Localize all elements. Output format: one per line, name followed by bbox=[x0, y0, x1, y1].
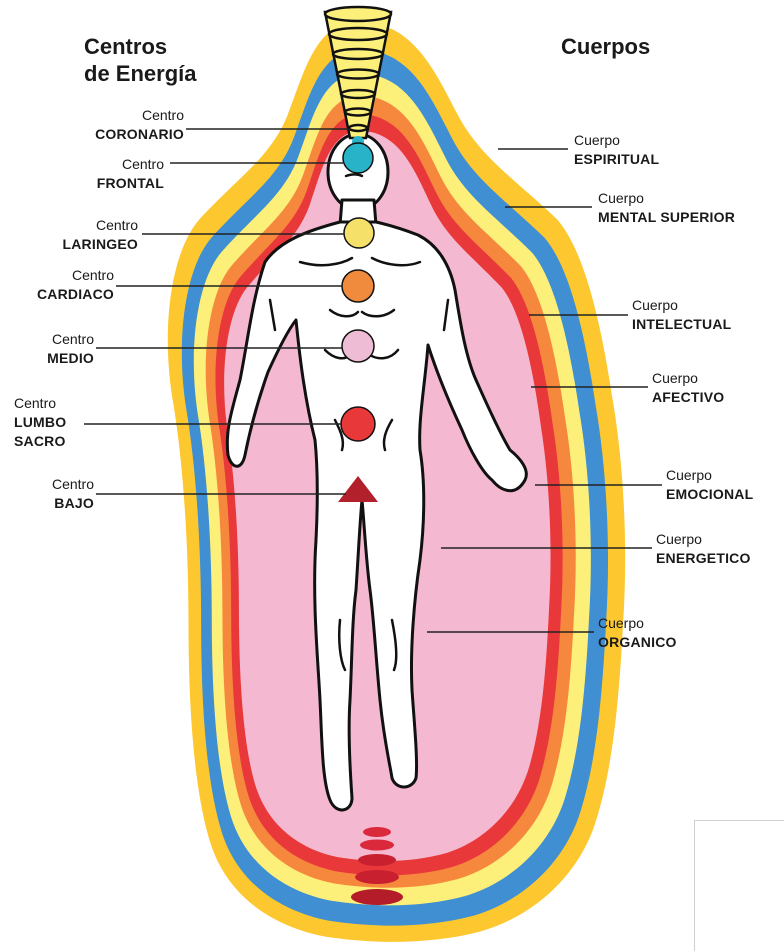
center-label-line2: LARINGEO bbox=[63, 235, 139, 254]
center-label-line1: Centro bbox=[14, 394, 66, 413]
body-label-line1: Cuerpo bbox=[598, 189, 735, 208]
ground-disc bbox=[351, 889, 403, 905]
corner-frame bbox=[694, 820, 784, 951]
body-label-mental-superior: Cuerpo MENTAL SUPERIOR bbox=[598, 189, 735, 227]
bodies-heading-text: Cuerpos bbox=[561, 33, 650, 60]
center-label-medio: Centro MEDIO bbox=[47, 330, 94, 368]
centers-heading-line2: de Energía bbox=[84, 60, 196, 87]
ground-disc bbox=[360, 840, 394, 851]
center-lumbosacro-mark bbox=[341, 407, 375, 441]
ground-disc bbox=[355, 870, 399, 884]
center-label-line2: BAJO bbox=[52, 494, 94, 513]
center-label-line1: Centro bbox=[97, 155, 164, 174]
body-label-line2: ORGANICO bbox=[598, 633, 677, 652]
body-label-line2: EMOCIONAL bbox=[666, 485, 753, 504]
body-label-afectivo: Cuerpo AFECTIVO bbox=[652, 369, 724, 407]
centers-heading-line1: Centros bbox=[84, 33, 196, 60]
body-label-emocional: Cuerpo EMOCIONAL bbox=[666, 466, 753, 504]
body-label-espiritual: Cuerpo ESPIRITUAL bbox=[574, 131, 659, 169]
centers-heading: Centros de Energía bbox=[84, 33, 196, 87]
center-label-line3: SACRO bbox=[14, 432, 66, 451]
body-label-line2: MENTAL SUPERIOR bbox=[598, 208, 735, 227]
body-label-line1: Cuerpo bbox=[632, 296, 731, 315]
center-label-line2: CARDIACO bbox=[37, 285, 114, 304]
center-label-bajo: Centro BAJO bbox=[52, 475, 94, 513]
body-label-energetico: Cuerpo ENERGETICO bbox=[656, 530, 751, 568]
body-label-line2: AFECTIVO bbox=[652, 388, 724, 407]
body-label-organico: Cuerpo ORGANICO bbox=[598, 614, 677, 652]
center-label-line1: Centro bbox=[52, 475, 94, 494]
body-label-line1: Cuerpo bbox=[574, 131, 659, 150]
body-label-line2: INTELECTUAL bbox=[632, 315, 731, 334]
center-cardiaco-mark bbox=[342, 270, 374, 302]
bodies-heading: Cuerpos bbox=[561, 33, 650, 60]
center-frontal-mark bbox=[343, 143, 373, 173]
center-laringeo-mark bbox=[344, 218, 374, 248]
center-label-lumbosacro: Centro LUMBO SACRO bbox=[14, 394, 66, 451]
center-medio-mark bbox=[342, 330, 374, 362]
center-label-line2: LUMBO bbox=[14, 413, 66, 432]
body-label-line1: Cuerpo bbox=[666, 466, 753, 485]
center-label-line1: Centro bbox=[63, 216, 139, 235]
center-label-line1: Centro bbox=[47, 330, 94, 349]
center-label-line2: MEDIO bbox=[47, 349, 94, 368]
center-label-line2: CORONARIO bbox=[95, 125, 184, 144]
body-label-intelectual: Cuerpo INTELECTUAL bbox=[632, 296, 731, 334]
center-label-line1: Centro bbox=[95, 106, 184, 125]
center-label-cardiaco: Centro CARDIACO bbox=[37, 266, 114, 304]
center-label-line1: Centro bbox=[37, 266, 114, 285]
ground-disc bbox=[363, 827, 391, 837]
body-label-line1: Cuerpo bbox=[656, 530, 751, 549]
body-label-line2: ENERGETICO bbox=[656, 549, 751, 568]
body-label-line1: Cuerpo bbox=[598, 614, 677, 633]
body-label-line1: Cuerpo bbox=[652, 369, 724, 388]
center-label-laringeo: Centro LARINGEO bbox=[63, 216, 139, 254]
body-label-line2: ESPIRITUAL bbox=[574, 150, 659, 169]
center-label-frontal: Centro FRONTAL bbox=[97, 155, 164, 193]
center-label-coronario: Centro CORONARIO bbox=[95, 106, 184, 144]
center-label-line2: FRONTAL bbox=[97, 174, 164, 193]
ground-disc bbox=[358, 854, 396, 866]
